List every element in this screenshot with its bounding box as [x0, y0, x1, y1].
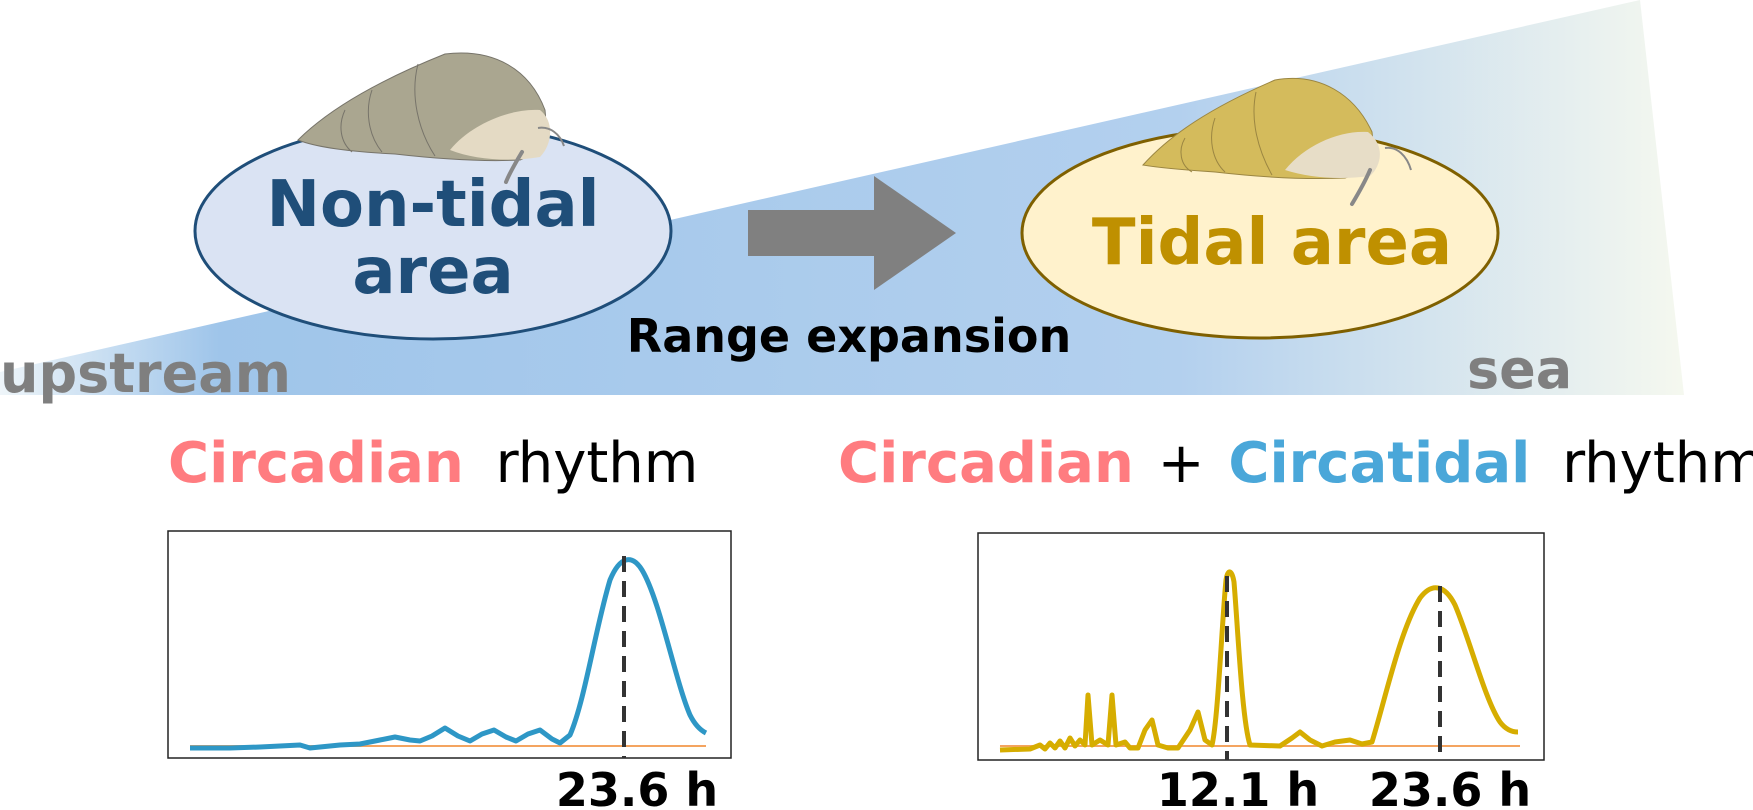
- left-peak-label: 23.6 h: [556, 763, 718, 810]
- nontidal-label-line1: Non-tidal: [266, 168, 599, 242]
- right-caption: Circadian + Circatidal rhythm: [838, 431, 1753, 496]
- right-caption-circadian: Circadian: [838, 431, 1134, 496]
- nontidal-area-group: Non-tidal area: [193, 52, 673, 341]
- right-peak-label-1: 12.1 h: [1157, 763, 1319, 810]
- right-caption-rhythm: rhythm: [1562, 431, 1753, 496]
- right-chart-frame: [977, 532, 1545, 761]
- range-expansion-arrow: [748, 176, 956, 290]
- left-chart-series: [190, 557, 708, 751]
- left-caption-rhythm: rhythm: [496, 431, 699, 496]
- left-caption-circadian: Circadian: [168, 431, 464, 496]
- nontidal-label-line2: area: [352, 235, 513, 309]
- left-periodogram: 23.6 h: [167, 530, 732, 810]
- tidal-label: Tidal area: [1092, 206, 1452, 280]
- tidal-area-group: Tidal area: [1020, 78, 1500, 340]
- right-chart-series: [999, 569, 1519, 753]
- snail-grey-icon: [297, 52, 565, 184]
- right-caption-plus: +: [1158, 431, 1205, 496]
- sea-label: sea: [1467, 338, 1572, 401]
- left-chart-frame: [167, 530, 732, 759]
- right-periodogram: 12.1 h 23.6 h: [977, 532, 1545, 810]
- right-caption-circatidal: Circatidal: [1228, 431, 1530, 496]
- range-expansion-label: Range expansion: [627, 309, 1071, 363]
- upstream-label: upstream: [0, 342, 291, 405]
- right-peak-label-2: 23.6 h: [1369, 763, 1531, 810]
- snail-yellow-icon: [1142, 78, 1412, 206]
- left-caption: Circadian rhythm: [168, 431, 698, 496]
